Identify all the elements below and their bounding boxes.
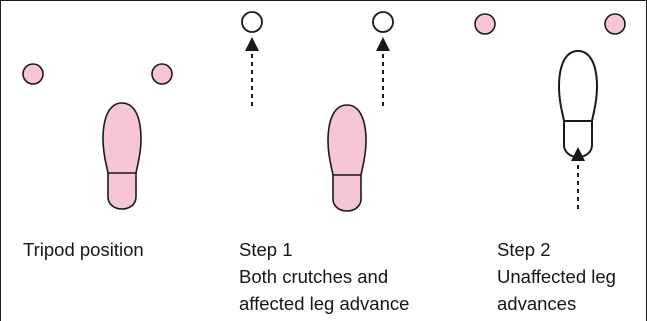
tripod-title: Tripod position	[23, 236, 144, 263]
right-crutch-tip-marker	[605, 14, 625, 34]
step2-caption: Step 2 Unaffected leg advances	[497, 236, 616, 317]
step1-title: Step 1	[239, 236, 409, 263]
step1-panel	[242, 12, 393, 211]
right-crutch-advance-arrow	[376, 37, 390, 106]
step1-caption: Step 1 Both crutches and affected leg ad…	[239, 236, 409, 317]
unaffected-foot-outline	[559, 51, 597, 157]
left-crutch-tip-marker	[23, 64, 43, 84]
affected-foot-print	[103, 103, 141, 209]
affected-foot-print	[328, 105, 366, 211]
left-crutch-new-position	[242, 12, 262, 32]
step2-title: Step 2	[497, 236, 616, 263]
gait-illustration	[1, 1, 647, 241]
step2-line2: advances	[497, 290, 616, 317]
right-crutch-tip-marker	[152, 64, 172, 84]
left-crutch-advance-arrow	[245, 37, 259, 106]
step2-line1: Unaffected leg	[497, 263, 616, 290]
step1-line1: Both crutches and	[239, 263, 409, 290]
step1-line2: affected leg advance	[239, 290, 409, 317]
right-crutch-new-position	[373, 12, 393, 32]
step2-panel	[475, 14, 625, 209]
left-crutch-tip-marker	[475, 14, 495, 34]
tripod-caption: Tripod position	[23, 236, 144, 263]
tripod-panel	[23, 64, 172, 209]
